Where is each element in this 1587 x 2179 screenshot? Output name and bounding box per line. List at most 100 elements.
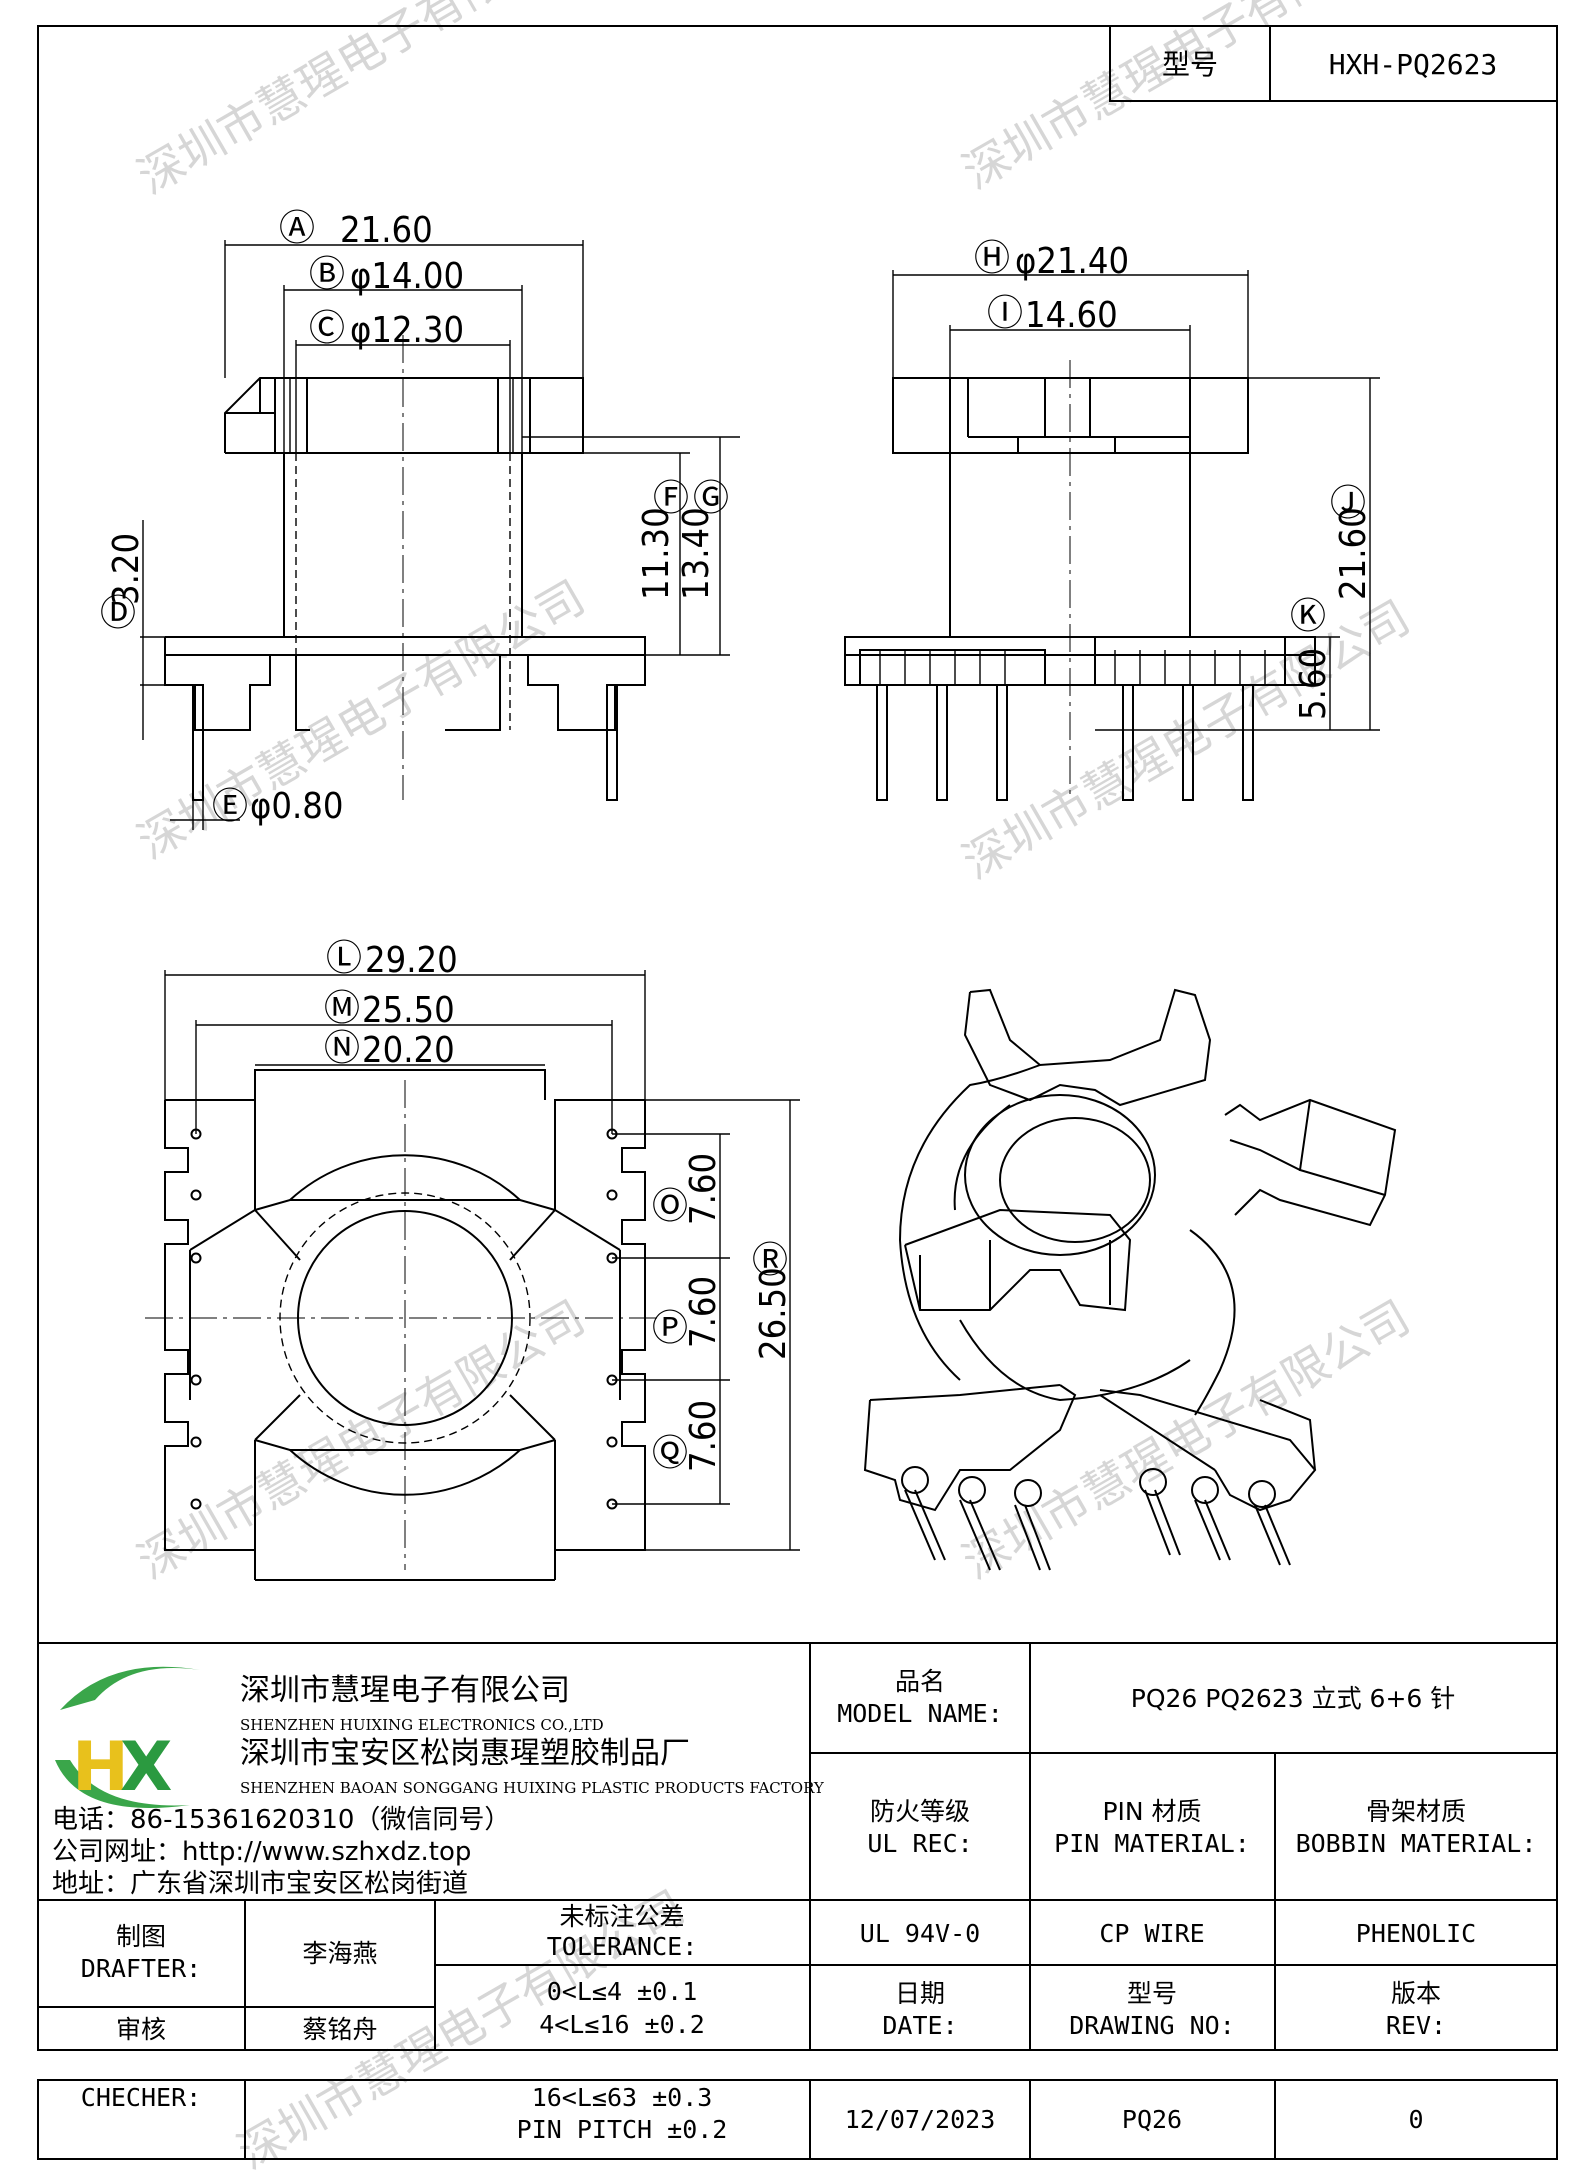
dim-K: 5.60 xyxy=(1293,648,1334,720)
dim-I-tag: Ⓘ xyxy=(987,293,1023,334)
company-name-cn: 深圳市慧瑆电子有限公司 xyxy=(240,1673,570,1708)
drawing-no-value: PQ26 xyxy=(1122,2105,1182,2134)
drafter-en: DRAFTER: xyxy=(81,1954,201,1983)
dim-J-tag: Ⓙ xyxy=(1330,483,1366,524)
dim-J: 21.60 xyxy=(1333,507,1374,600)
bobbin-material-cn: 骨架材质 xyxy=(1366,1797,1466,1826)
logo-letter-h: H xyxy=(72,1728,129,1807)
dim-F: 11.30 xyxy=(636,507,677,600)
side-view-dimensions: φ21.40 Ⓗ 14.60 Ⓘ 21.60 Ⓙ 5.60 Ⓚ xyxy=(892,238,1380,731)
front-view-dimensions: 21.60 Ⓐ φ14.00 Ⓑ φ12.30 Ⓒ 11.30 13.40 Ⓕ … xyxy=(100,208,740,830)
dim-Q-tag: Ⓠ xyxy=(652,1433,688,1474)
dim-P-tag: Ⓟ xyxy=(652,1308,688,1349)
model-header-value: HXH-PQ2623 xyxy=(1329,48,1498,81)
pin-pitch-tolerance: PIN PITCH ±0.2 xyxy=(517,2115,728,2144)
model-header-label: 型号 xyxy=(1162,48,1218,81)
model-name-value: PQ26 PQ2623 立式 6+6 针 xyxy=(1131,1684,1456,1713)
dim-R: 26.50 xyxy=(753,1267,794,1360)
drafter-name: 李海燕 xyxy=(302,1939,377,1968)
drafter-cn: 制图 xyxy=(116,1922,166,1951)
checker-strip: CHECHER: 16<L≤63 ±0.3 PIN PITCH ±0.2 12/… xyxy=(81,2080,1424,2159)
dim-K-tag: Ⓚ xyxy=(1290,596,1326,637)
model-name-cn: 品名 xyxy=(895,1667,945,1696)
dim-C-tag: Ⓒ xyxy=(309,308,345,349)
tolerance-en: TOLERANCE: xyxy=(547,1932,698,1961)
front-view xyxy=(164,335,646,801)
dim-B: φ14.00 xyxy=(350,256,464,297)
dim-A: 21.60 xyxy=(340,210,433,251)
dim-O-tag: Ⓞ xyxy=(652,1186,688,1227)
dim-M-tag: Ⓜ xyxy=(324,988,360,1029)
dim-E-tag: Ⓔ xyxy=(212,786,248,827)
dim-L-tag: Ⓛ xyxy=(326,938,362,979)
dim-N-tag: Ⓝ xyxy=(324,1028,360,1069)
dim-I: 14.60 xyxy=(1025,295,1118,336)
checker-name: 蔡铭舟 xyxy=(302,2015,377,2044)
watermark-5: 深圳市慧瑆电子有限公司 xyxy=(129,1290,594,1590)
date-cn: 日期 xyxy=(895,1979,945,2008)
pin-material-cn: PIN 材质 xyxy=(1102,1797,1201,1826)
tolerance-cn: 未标注公差 xyxy=(559,1902,684,1931)
drawing-no-en: DRAWING NO: xyxy=(1069,2011,1235,2040)
tolerance-range-2: 4<L≤16 ±0.2 xyxy=(539,2010,705,2039)
drawing-no-cn: 型号 xyxy=(1127,1979,1177,2008)
dim-A-tag: Ⓐ xyxy=(279,208,315,249)
pin-value: CP WIRE xyxy=(1099,1919,1204,1948)
ul-rec-en: UL REC: xyxy=(867,1829,972,1858)
rev-value: 0 xyxy=(1408,2105,1423,2134)
side-view xyxy=(844,360,1316,801)
logo-letter-x: X xyxy=(120,1728,172,1807)
dim-B-tag: Ⓑ xyxy=(309,254,345,295)
dim-D-tag: Ⓓ xyxy=(100,593,136,634)
company-website: 公司网址：http://www.szhxdz.top xyxy=(52,1837,471,1867)
checker-strip-border xyxy=(37,2079,1558,2160)
dim-H: φ21.40 xyxy=(1015,241,1129,282)
bottom-view xyxy=(145,1069,660,1581)
dim-R-tag: Ⓡ xyxy=(752,1240,788,1281)
dim-G: 13.40 xyxy=(676,507,717,600)
title-block: H X 深圳市慧瑆电子有限公司 SHENZHEN HUIXING ELECTRO… xyxy=(38,1642,1557,2050)
factory-name-cn: 深圳市宝安区松岗惠瑆塑胶制品厂 xyxy=(240,1736,690,1771)
factory-name-en: SHENZHEN BAOAN SONGGANG HUIXING PLASTIC … xyxy=(240,1779,825,1797)
watermark-4: 深圳市慧瑆电子有限公司 xyxy=(954,590,1419,890)
dim-N: 20.20 xyxy=(362,1030,455,1071)
dim-G-tag: Ⓖ xyxy=(693,478,729,519)
dim-E: φ0.80 xyxy=(250,786,343,827)
dim-Q: 7.60 xyxy=(683,1400,724,1472)
bobbin-value: PHENOLIC xyxy=(1356,1919,1476,1948)
dim-D: 3.20 xyxy=(106,533,147,605)
date-value: 12/07/2023 xyxy=(845,2105,996,2134)
company-name-en: SHENZHEN HUIXING ELECTRONICS CO.,LTD xyxy=(240,1716,604,1734)
isometric-view xyxy=(863,988,1397,1571)
ul-value: UL 94V-0 xyxy=(860,1919,980,1948)
company-address: 地址：广东省深圳市宝安区松岗街道 xyxy=(52,1869,468,1899)
sheet-border xyxy=(37,25,1558,2051)
dim-H-tag: Ⓗ xyxy=(974,238,1010,279)
bottom-view-dimensions: 29.20 Ⓛ 25.50 Ⓜ 20.20 Ⓝ 26.50 Ⓡ 7.60 7.6… xyxy=(164,938,800,1551)
checker-en: CHECHER: xyxy=(81,2083,201,2112)
model-header-box: 型号 HXH-PQ2623 xyxy=(1109,25,1558,102)
dim-C: φ12.30 xyxy=(350,310,464,351)
model-name-en: MODEL NAME: xyxy=(837,1699,1003,1728)
watermark-1: 深圳市慧瑆电子有限公司 xyxy=(129,0,594,205)
watermark-6: 深圳市慧瑆电子有限公司 xyxy=(954,1290,1419,1590)
dim-P: 7.60 xyxy=(683,1276,724,1348)
watermark-2: 深圳市慧瑆电子有限公司 xyxy=(954,0,1419,200)
dim-M: 25.50 xyxy=(362,990,455,1031)
dim-F-tag: Ⓕ xyxy=(653,478,689,519)
company-logo: H X xyxy=(55,1666,200,1808)
date-en: DATE: xyxy=(882,2011,957,2040)
ul-rec-cn: 防火等级 xyxy=(870,1797,970,1826)
rev-en: REV: xyxy=(1386,2011,1446,2040)
dim-L: 29.20 xyxy=(365,940,458,981)
tolerance-range-3: 16<L≤63 ±0.3 xyxy=(532,2083,713,2112)
rev-cn: 版本 xyxy=(1391,1979,1441,2008)
dim-O: 7.60 xyxy=(683,1153,724,1225)
company-phone: 电话：86-15361620310（微信同号） xyxy=(52,1805,510,1835)
tolerance-range-1: 0<L≤4 ±0.1 xyxy=(547,1977,698,2006)
watermark-3: 深圳市慧瑆电子有限公司 xyxy=(129,570,594,870)
pin-material-en: PIN MATERIAL: xyxy=(1054,1829,1250,1858)
checker-cn: 审核 xyxy=(116,2015,166,2044)
bobbin-material-en: BOBBIN MATERIAL: xyxy=(1296,1829,1537,1858)
